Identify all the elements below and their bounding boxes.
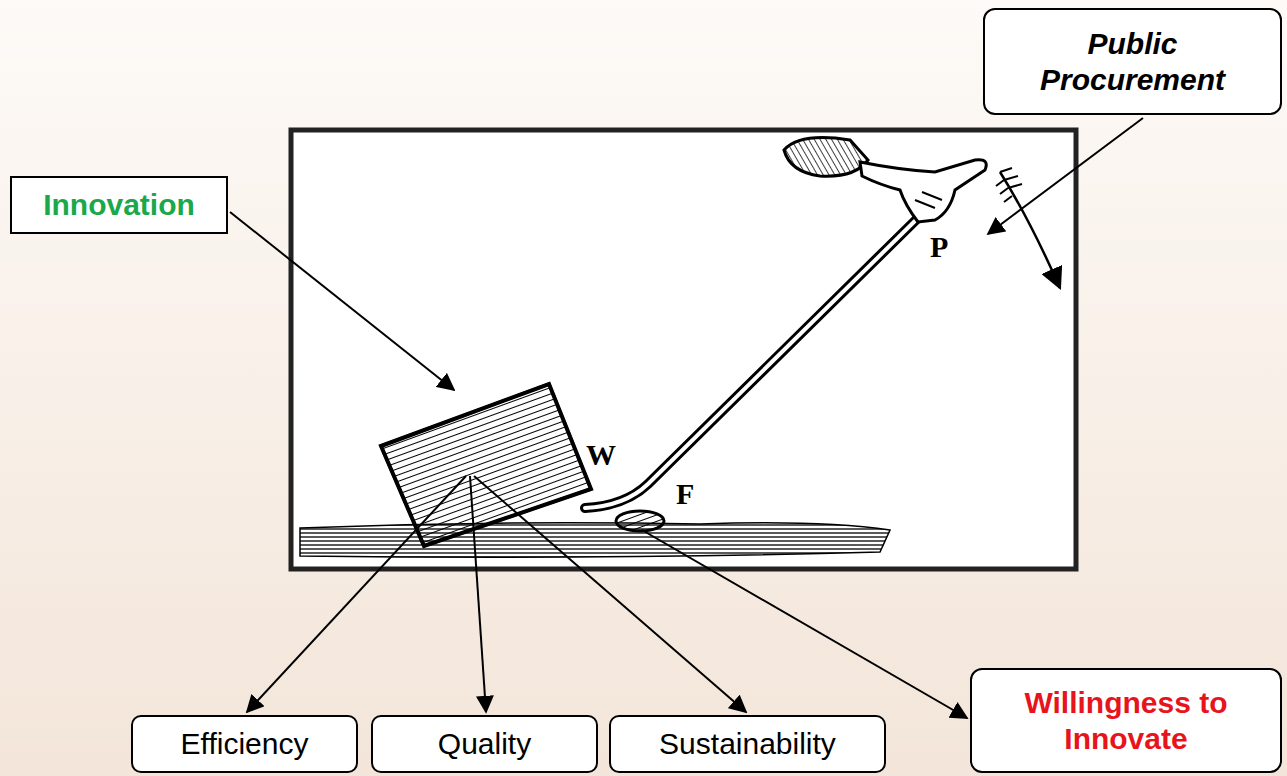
point-label: W <box>586 440 616 470</box>
weight-block <box>381 384 591 546</box>
box-text: Quality <box>438 726 531 762</box>
box-text: Efficiency <box>181 726 309 762</box>
leader-arrow <box>988 118 1143 234</box>
callout-box: Public Procurement <box>983 8 1282 115</box>
leader-arrow <box>230 212 454 390</box>
leader-arrow <box>470 476 486 712</box>
outcome-box: Sustainability <box>609 715 886 773</box>
box-text: Sustainability <box>659 726 836 762</box>
leader-arrow <box>247 476 466 712</box>
point-label: F <box>676 479 694 509</box>
picture-frame <box>291 130 1076 569</box>
box-text: Innovation <box>43 187 195 223</box>
lever <box>585 214 922 508</box>
force-arrow <box>1000 172 1060 288</box>
callout-box: Innovation <box>10 176 228 234</box>
sleeve <box>784 138 868 177</box>
hand <box>860 160 986 222</box>
wheat-ear <box>996 168 1022 202</box>
box-text: Public Procurement <box>1008 26 1258 98</box>
point-label: P <box>930 232 948 262</box>
fulcrum <box>616 511 664 531</box>
box-text: Willingness to Innovate <box>1001 685 1251 757</box>
weight-block-outline <box>381 384 591 546</box>
outcome-box: Quality <box>371 715 598 773</box>
callout-box: Willingness to Innovate <box>970 668 1282 773</box>
leader-arrow <box>642 530 967 718</box>
leader-arrow <box>474 476 746 712</box>
outcome-box: Efficiency <box>131 715 358 773</box>
lever-highlight <box>585 214 922 508</box>
fingers <box>915 192 942 208</box>
ground <box>300 523 890 558</box>
